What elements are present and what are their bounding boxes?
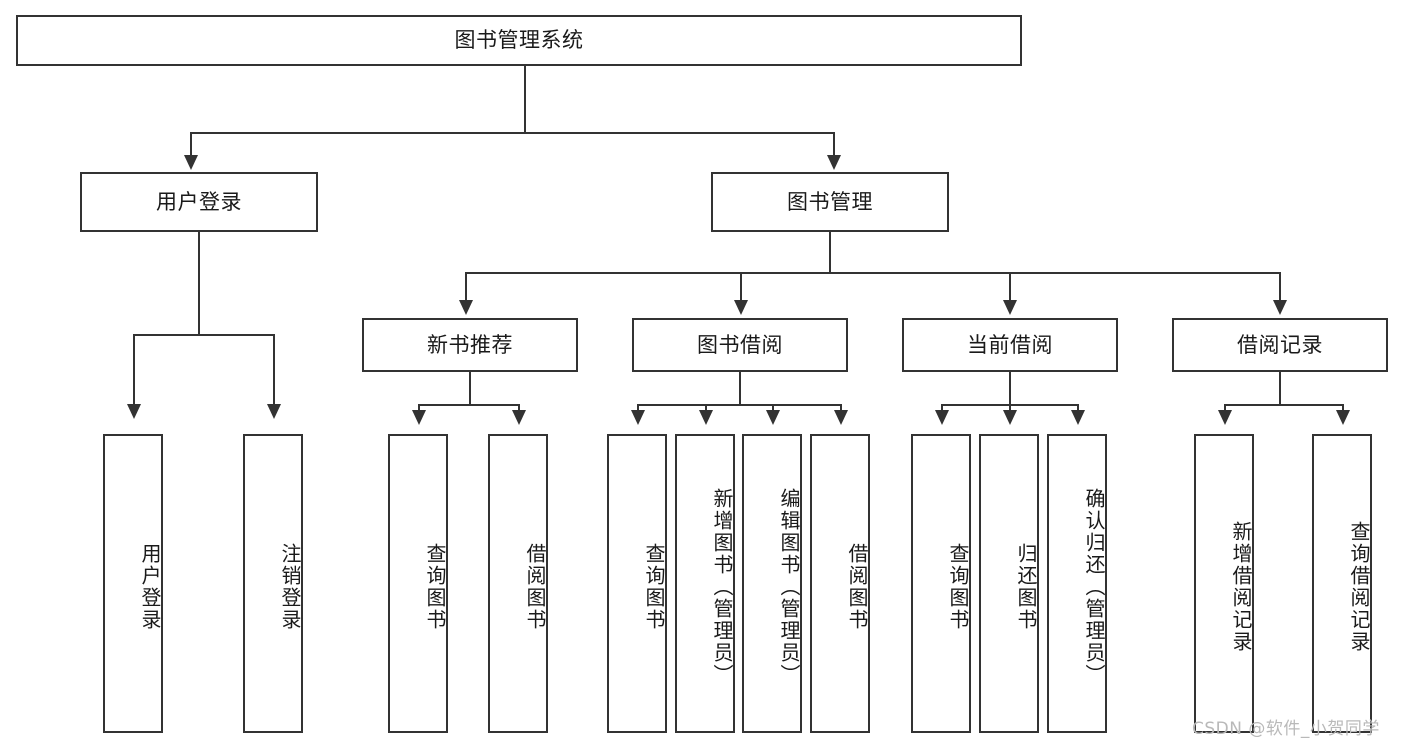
arrow-bm-to-current-borrow — [1003, 300, 1017, 315]
edge-root-stem — [524, 66, 526, 133]
leaf-book-borrow-borrow-book[interactable]: 借阅图书 — [810, 434, 870, 733]
edge-book-borrow-stem — [739, 372, 741, 406]
node-current-borrow[interactable]: 当前借阅 — [902, 318, 1118, 372]
node-label: 借阅图书 — [523, 542, 547, 631]
leaf-borrow-record-query-record[interactable]: 查询借阅记录 — [1312, 434, 1372, 733]
edge-current-borrow-stem — [1009, 372, 1011, 406]
arrow-cb-to-leaf-2 — [1003, 410, 1017, 425]
node-label: 编辑图书（管理员） — [777, 487, 801, 686]
leaf-book-borrow-add-book-admin[interactable]: 新增图书（管理员） — [675, 434, 735, 733]
node-label: 图书管理系统 — [454, 28, 584, 53]
node-book-management[interactable]: 图书管理 — [711, 172, 949, 232]
arrow-bb-to-leaf-4 — [834, 410, 848, 425]
node-label: 查询图书 — [423, 542, 447, 631]
edge-cb-to-leaf-1 — [941, 404, 943, 414]
arrow-br-to-leaf-2 — [1336, 410, 1350, 425]
node-book-borrow[interactable]: 图书借阅 — [632, 318, 848, 372]
edge-new-book-to-leaf-2 — [518, 404, 520, 414]
leaf-current-borrow-confirm-return-admin[interactable]: 确认归还（管理员） — [1047, 434, 1107, 733]
arrow-user-login-to-leaf-2 — [267, 404, 281, 419]
edge-new-book-stem — [469, 372, 471, 406]
watermark: CSDN @软件_小贺同学 — [1192, 714, 1380, 739]
arrow-bm-to-book-borrow — [734, 300, 748, 315]
edge-book-management-bus — [465, 272, 1280, 274]
node-label: 图书管理 — [787, 189, 873, 214]
arrow-root-to-user-login — [184, 155, 198, 170]
edge-bb-to-leaf-1 — [637, 404, 639, 414]
edge-cb-to-leaf-3 — [1077, 404, 1079, 414]
leaf-new-book-query-book[interactable]: 查询图书 — [388, 434, 448, 733]
edge-bm-to-book-borrow — [740, 272, 742, 302]
node-label: 图书借阅 — [697, 332, 783, 357]
edge-borrow-record-stem — [1279, 372, 1281, 406]
arrow-bb-to-leaf-2 — [699, 410, 713, 425]
arrow-bm-to-new-book — [459, 300, 473, 315]
node-borrow-record[interactable]: 借阅记录 — [1172, 318, 1388, 372]
edge-bb-to-leaf-3 — [772, 404, 774, 414]
watermark-text: CSDN @软件_小贺同学 — [1192, 719, 1380, 739]
node-label: 注销登录 — [278, 542, 302, 631]
arrow-cb-to-leaf-1 — [935, 410, 949, 425]
arrow-br-to-leaf-1 — [1218, 410, 1232, 425]
node-label: 归还图书 — [1014, 542, 1038, 631]
leaf-user-login-logout[interactable]: 注销登录 — [243, 434, 303, 733]
node-user-login[interactable]: 用户登录 — [80, 172, 318, 232]
node-new-book-recommend[interactable]: 新书推荐 — [362, 318, 578, 372]
edge-bb-to-leaf-4 — [840, 404, 842, 414]
leaf-borrow-record-add-record[interactable]: 新增借阅记录 — [1194, 434, 1254, 733]
leaf-current-borrow-query-book[interactable]: 查询图书 — [911, 434, 971, 733]
edge-new-book-bus — [418, 404, 520, 406]
arrow-new-book-to-leaf-1 — [412, 410, 426, 425]
node-label: 新增借阅记录 — [1229, 520, 1253, 653]
arrow-new-book-to-leaf-2 — [512, 410, 526, 425]
leaf-book-borrow-query-book[interactable]: 查询图书 — [607, 434, 667, 733]
edge-new-book-to-leaf-1 — [418, 404, 420, 414]
edge-root-to-book-management — [833, 132, 835, 157]
node-label: 用户登录 — [138, 542, 162, 631]
edge-bm-to-current-borrow — [1009, 272, 1011, 302]
arrow-bb-to-leaf-3 — [766, 410, 780, 425]
node-label: 借阅图书 — [845, 542, 869, 631]
edge-bb-to-leaf-2 — [705, 404, 707, 414]
arrow-bb-to-leaf-1 — [631, 410, 645, 425]
leaf-current-borrow-return-book[interactable]: 归还图书 — [979, 434, 1039, 733]
edge-user-login-to-leaf-2 — [273, 334, 275, 406]
arrow-user-login-to-leaf-1 — [127, 404, 141, 419]
node-label: 查询图书 — [642, 542, 666, 631]
edge-user-login-bus — [133, 334, 275, 336]
node-label: 查询图书 — [946, 542, 970, 631]
arrow-cb-to-leaf-3 — [1071, 410, 1085, 425]
edge-user-login-to-leaf-1 — [133, 334, 135, 406]
leaf-book-borrow-edit-book-admin[interactable]: 编辑图书（管理员） — [742, 434, 802, 733]
node-label: 借阅记录 — [1237, 332, 1323, 357]
leaf-user-login-login[interactable]: 用户登录 — [103, 434, 163, 733]
edge-user-login-stem — [198, 232, 200, 336]
arrow-root-to-book-management — [827, 155, 841, 170]
leaf-new-book-borrow-book[interactable]: 借阅图书 — [488, 434, 548, 733]
arrow-bm-to-borrow-record — [1273, 300, 1287, 315]
edge-cb-to-leaf-2 — [1009, 404, 1011, 414]
node-label: 用户登录 — [156, 189, 242, 214]
node-label: 确认归还（管理员） — [1082, 487, 1106, 686]
edge-br-to-leaf-1 — [1224, 404, 1226, 414]
edge-borrow-record-bus — [1224, 404, 1342, 406]
edge-bm-to-new-book — [465, 272, 467, 302]
node-label: 新增图书（管理员） — [710, 487, 734, 686]
node-root-book-management-system[interactable]: 图书管理系统 — [16, 15, 1022, 66]
node-label: 查询借阅记录 — [1347, 520, 1371, 653]
node-label: 当前借阅 — [967, 332, 1053, 357]
node-label: 新书推荐 — [427, 332, 513, 357]
edge-book-management-stem — [829, 232, 831, 274]
edge-root-to-user-login — [190, 132, 192, 157]
edge-br-to-leaf-2 — [1342, 404, 1344, 414]
edge-bm-to-borrow-record — [1279, 272, 1281, 302]
edge-root-bus — [190, 132, 834, 134]
edge-book-borrow-bus — [637, 404, 842, 406]
